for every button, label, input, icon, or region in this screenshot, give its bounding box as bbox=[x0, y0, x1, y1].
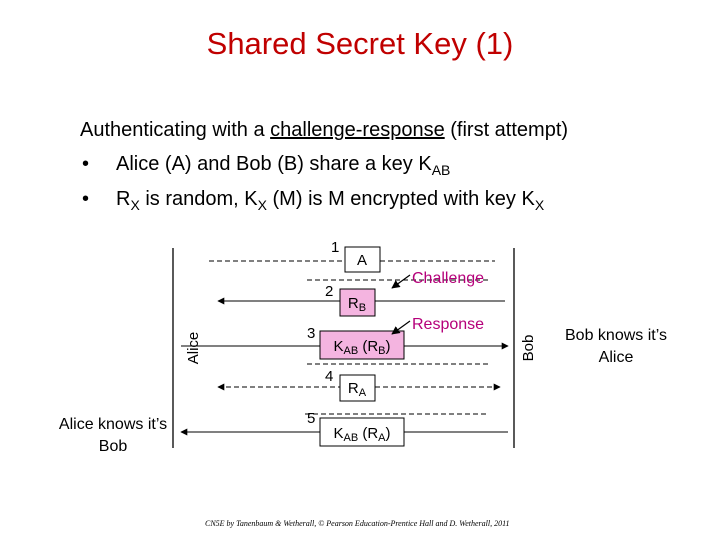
bullet-marker-1: • bbox=[82, 153, 90, 175]
message-1-number: 1 bbox=[331, 239, 339, 256]
response-callout: Response bbox=[412, 316, 484, 333]
bullet-marker-2: • bbox=[82, 188, 90, 210]
bob-axis-label: Bob bbox=[520, 335, 537, 362]
message-2-box bbox=[339, 288, 376, 317]
alice-knows-note: Alice knows it’s Bob bbox=[58, 416, 168, 455]
message-5-number: 5 bbox=[307, 410, 315, 427]
challenge-response-term: challenge-response bbox=[270, 119, 445, 141]
message-3-number: 3 bbox=[307, 325, 315, 342]
bob-knows-note: Bob knows it’s Alice bbox=[565, 327, 667, 366]
challenge-callout-arrow bbox=[391, 274, 411, 289]
message-5-box bbox=[319, 417, 405, 447]
challenge-callout: Challenge bbox=[412, 270, 484, 287]
intro-prefix: Authenticating with a bbox=[80, 119, 271, 141]
alice-axis-label: Alice bbox=[185, 332, 202, 365]
intro-suffix: (first attempt) bbox=[444, 119, 569, 141]
message-4-number: 4 bbox=[325, 368, 333, 385]
bullet-text-1: Alice (A) and Bob (B) share a key KAB bbox=[116, 153, 451, 178]
message-4-box bbox=[339, 374, 376, 402]
message-1-box bbox=[344, 246, 381, 273]
response-callout-arrow bbox=[391, 320, 411, 335]
message-2-number: 2 bbox=[325, 283, 333, 300]
message-3-box bbox=[319, 330, 405, 360]
message-1-label: A bbox=[357, 252, 367, 269]
credit-line: CN5E by Tanenbaum & Wetherall, © Pearson… bbox=[205, 519, 510, 528]
bullet-text-2: RX is random, KX (M) is M encrypted with… bbox=[116, 188, 545, 213]
slide-title: Shared Secret Key (1) bbox=[206, 26, 514, 61]
intro-line: Authenticating with a challenge-response… bbox=[80, 119, 568, 142]
